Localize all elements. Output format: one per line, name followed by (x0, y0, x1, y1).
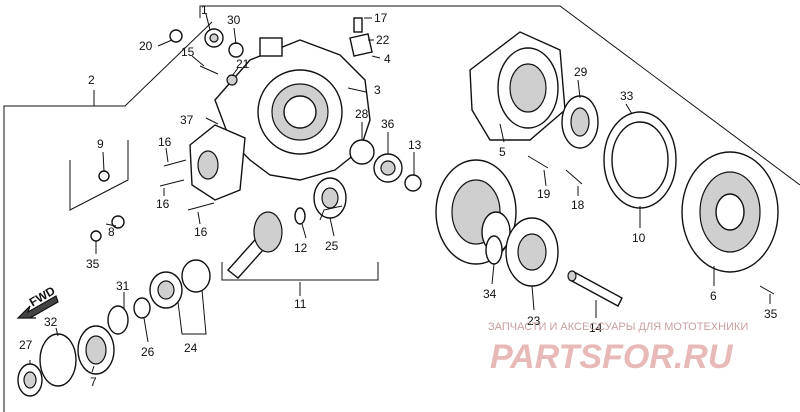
callout-32: 32 (44, 315, 58, 329)
callout-15: 15 (181, 45, 195, 59)
callout-35b: 35 (764, 307, 778, 321)
callout-8: 8 (108, 225, 115, 239)
forward-arrow: FWD (16, 283, 59, 319)
left-bolts (69, 140, 129, 242)
watermark-logo: PARTSFOR.RU (490, 338, 734, 376)
final-drive-cover (469, 31, 677, 209)
callout-21: 21 (236, 57, 250, 71)
callout-16b: 16 (156, 197, 170, 211)
callout-17: 17 (374, 11, 388, 25)
bottom-left-parts (17, 325, 115, 397)
shaft (567, 270, 623, 307)
callout-5: 5 (499, 145, 506, 159)
callout-10: 10 (632, 231, 646, 245)
callout-3: 3 (374, 83, 381, 97)
callout-13: 13 (408, 138, 422, 152)
callout-33: 33 (620, 89, 634, 103)
callout-14: 14 (589, 321, 603, 335)
callout-34: 34 (483, 287, 497, 301)
callout-28: 28 (355, 107, 369, 121)
callout-18: 18 (571, 198, 585, 212)
callout-16a: 16 (158, 135, 172, 149)
callout-20: 20 (139, 39, 153, 53)
studs (159, 159, 215, 211)
callout-23: 23 (527, 314, 541, 328)
watermark-caption: ЗАПЧАСТИ И АКСЕССУАРЫ ДЛЯ МОТОТЕХНИКИ (488, 321, 748, 333)
callout-11: 11 (294, 297, 307, 311)
small-top-parts (169, 17, 422, 192)
callout-35a: 35 (86, 257, 100, 271)
callout-19: 19 (537, 187, 551, 201)
callout-22: 22 (376, 33, 390, 47)
callout-36: 36 (381, 117, 395, 131)
callout-4: 4 (384, 52, 391, 66)
right-bolts (527, 155, 775, 295)
callout-1: 1 (201, 3, 208, 17)
callout-9: 9 (97, 137, 104, 151)
callout-6: 6 (710, 289, 717, 303)
leader-lines (29, 13, 771, 373)
watermark: ЗАПЧАСТИ И АКСЕССУАРЫ ДЛЯ МОТОТЕХНИКИ PA… (488, 321, 748, 376)
callout-24: 24 (184, 341, 198, 355)
pinion-gear-assembly (107, 177, 347, 335)
callout-labels: 1 30 20 15 21 2 3 17 22 4 37 28 36 13 9 … (19, 3, 778, 389)
callout-7: 7 (90, 375, 97, 389)
final-drive-gear-case (189, 37, 371, 201)
callout-26: 26 (141, 345, 155, 359)
callout-25: 25 (325, 239, 339, 253)
hub-assembly (681, 151, 779, 273)
callout-30: 30 (227, 13, 241, 27)
callout-37: 37 (180, 113, 194, 127)
callout-16c: 16 (194, 225, 208, 239)
callout-29: 29 (574, 65, 588, 79)
assembly-boundary (3, 5, 800, 412)
callout-27: 27 (19, 338, 33, 352)
callout-31: 31 (116, 279, 130, 293)
callout-12: 12 (294, 241, 308, 255)
ring-gear-assembly (435, 159, 559, 287)
callout-2: 2 (88, 73, 95, 87)
